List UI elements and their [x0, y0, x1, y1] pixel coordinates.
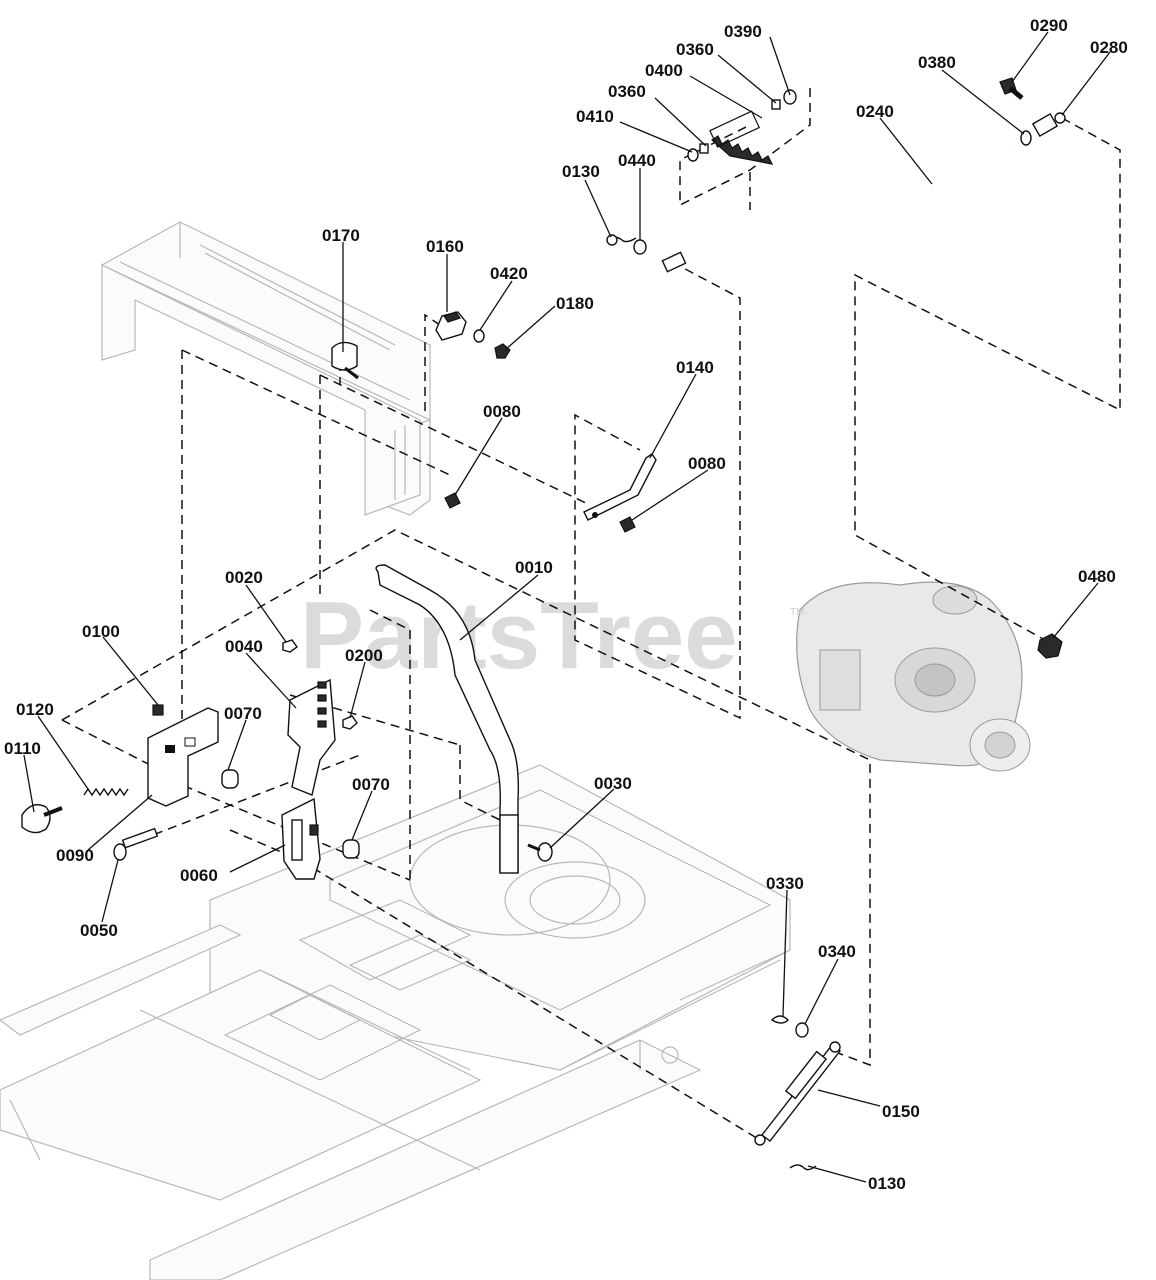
label-0360-upper[interactable]: 0360	[676, 40, 714, 59]
part-0130-clip-lower[interactable]	[789, 1164, 817, 1171]
label-0420[interactable]: 0420	[490, 264, 528, 283]
label-0120[interactable]: 0120	[16, 700, 54, 719]
label-0030[interactable]: 0030	[594, 774, 632, 793]
part-0280-trunnion[interactable]	[1031, 112, 1066, 138]
part-0330-clip[interactable]	[770, 1015, 789, 1024]
part-0090-bracket[interactable]	[147, 707, 219, 807]
label-0090[interactable]: 0090	[56, 846, 94, 865]
part-0030-bolt[interactable]	[527, 842, 553, 862]
part-0080-bolt-a[interactable]	[444, 492, 461, 509]
part-0080-bolt-b[interactable]	[619, 516, 636, 533]
part-0110-knob[interactable]	[21, 804, 63, 834]
part-0050-pin[interactable]	[113, 827, 159, 861]
leader-lines	[23, 31, 1111, 1183]
label-0080-b[interactable]: 0080	[688, 454, 726, 473]
label-0440[interactable]: 0440	[618, 151, 656, 170]
label-0130-upper[interactable]: 0130	[562, 162, 600, 181]
transmission-ghost	[796, 581, 1031, 772]
watermark: PartsTree	[300, 582, 738, 689]
label-0400[interactable]: 0400	[645, 61, 683, 80]
label-0020[interactable]: 0020	[225, 568, 263, 587]
label-0480[interactable]: 0480	[1078, 567, 1116, 586]
label-0080-a[interactable]: 0080	[483, 402, 521, 421]
part-0170-bolt[interactable]	[331, 341, 359, 380]
label-0110[interactable]: 0110	[4, 739, 41, 758]
label-0170[interactable]: 0170	[322, 226, 360, 245]
label-0280[interactable]: 0280	[1090, 38, 1128, 57]
label-0040[interactable]: 0040	[225, 637, 263, 656]
part-0130-clip-upper[interactable]	[606, 234, 637, 246]
part-0420-washer[interactable]	[473, 329, 485, 343]
label-0050[interactable]: 0050	[80, 921, 118, 940]
part-labels: 0390 0360 0400 0360 0410 0290 0280 0380 …	[4, 16, 1128, 1193]
label-0130-lower[interactable]: 0130	[868, 1174, 906, 1193]
part-0070-bushing-b[interactable]	[342, 839, 360, 859]
label-0290[interactable]: 0290	[1030, 16, 1068, 35]
part-0340-washer[interactable]	[795, 1022, 809, 1038]
label-0180[interactable]: 0180	[556, 294, 594, 313]
part-0360-nut-upper[interactable]	[771, 99, 781, 110]
label-0380[interactable]: 0380	[918, 53, 956, 72]
part-0480-nut[interactable]	[1037, 633, 1063, 659]
part-0400-spring[interactable]	[709, 110, 774, 165]
label-0390[interactable]: 0390	[724, 22, 762, 41]
part-0240-rod[interactable]	[661, 148, 1016, 273]
part-0390-nut[interactable]	[783, 89, 797, 105]
label-0070-a[interactable]: 0070	[224, 704, 262, 723]
label-0360-lower[interactable]: 0360	[608, 82, 646, 101]
part-0060-lever[interactable]	[281, 797, 321, 880]
part-0440-washer[interactable]	[633, 239, 647, 255]
part-0360-nut-lower[interactable]	[699, 143, 709, 154]
label-0240[interactable]: 0240	[856, 102, 894, 121]
label-0010[interactable]: 0010	[515, 558, 553, 577]
label-0070-b[interactable]: 0070	[352, 775, 390, 794]
part-0100-nut[interactable]	[152, 704, 164, 716]
label-0100[interactable]: 0100	[82, 622, 120, 641]
part-0160-clamp[interactable]	[435, 311, 467, 341]
label-0140[interactable]: 0140	[676, 358, 714, 377]
part-0120-spring[interactable]	[83, 787, 129, 797]
label-0160[interactable]: 0160	[426, 237, 464, 256]
part-0070-bushing-a[interactable]	[221, 769, 239, 789]
part-0150-gas-spring[interactable]	[754, 1041, 841, 1146]
label-0410[interactable]: 0410	[576, 107, 614, 126]
part-0020-nut[interactable]	[282, 639, 298, 653]
part-0180-nut[interactable]	[494, 343, 511, 359]
label-0330[interactable]: 0330	[766, 874, 804, 893]
label-0060[interactable]: 0060	[180, 866, 218, 885]
part-0010-handle[interactable]	[375, 564, 520, 874]
label-0150[interactable]: 0150	[882, 1102, 920, 1121]
part-0040-lever-bracket[interactable]	[287, 678, 336, 796]
part-0140-link[interactable]	[583, 453, 657, 521]
chassis-frame-ghost	[0, 221, 791, 1280]
part-0290-bolt[interactable]	[999, 77, 1024, 100]
part-0380-washer[interactable]	[1020, 130, 1032, 146]
label-0200[interactable]: 0200	[345, 646, 383, 665]
watermark-tm: TM	[790, 607, 804, 618]
label-0340[interactable]: 0340	[818, 942, 856, 961]
